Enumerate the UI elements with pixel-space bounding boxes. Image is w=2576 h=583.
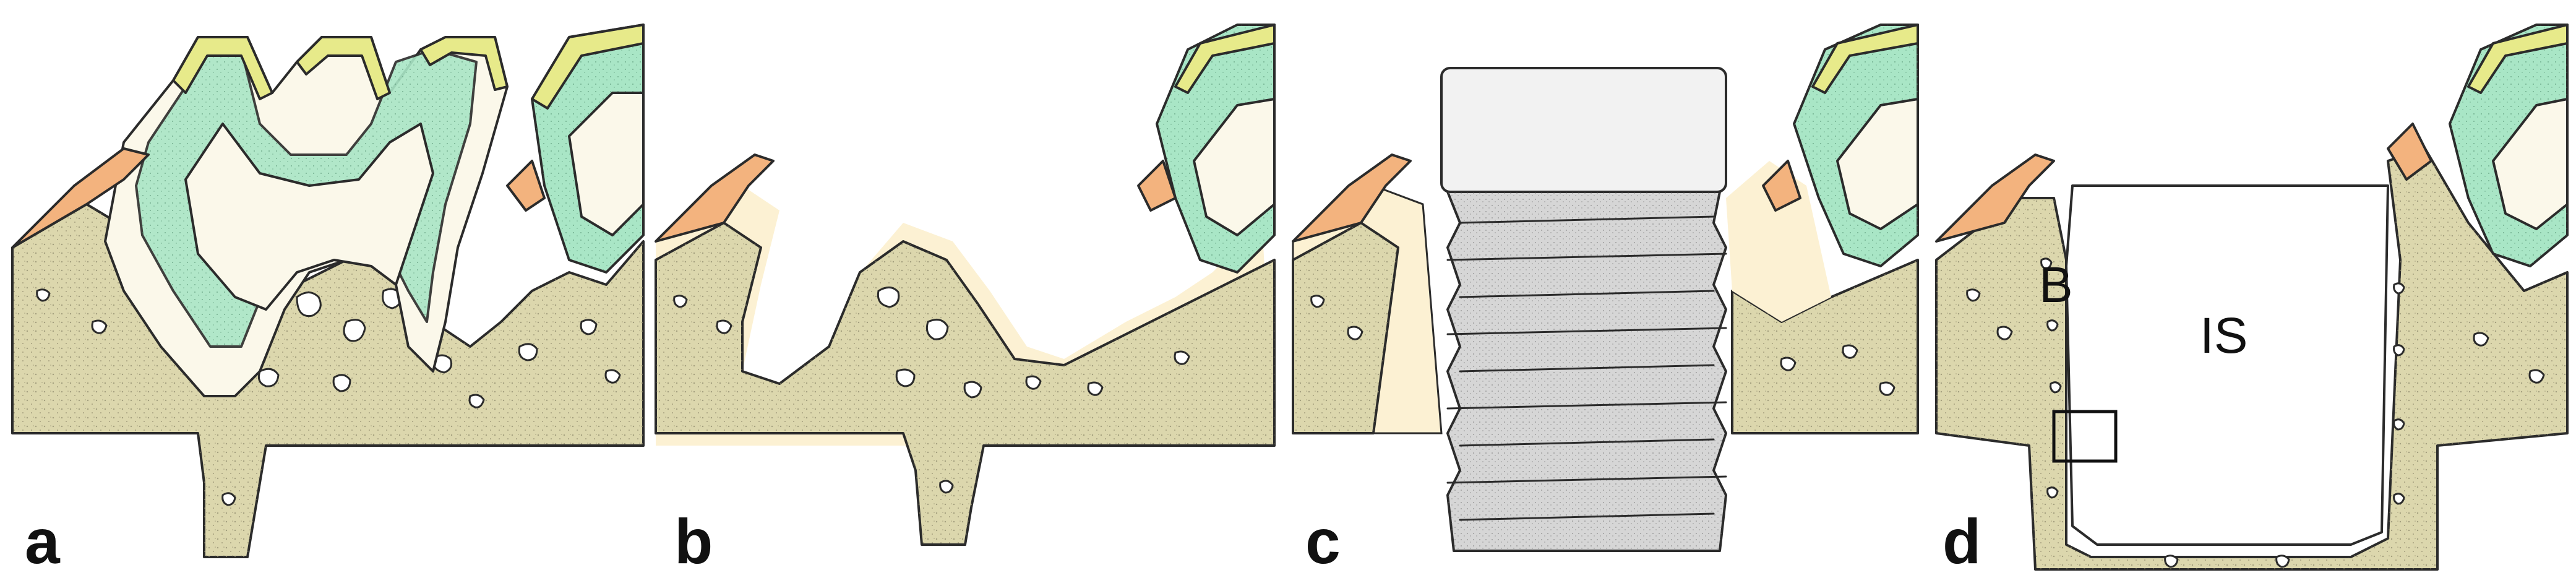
panel-b-adjacent-tooth — [1156, 24, 1276, 274]
panel-c-adjacent-tooth — [1793, 24, 1919, 267]
panel-c-soft-tissue-right — [1726, 161, 1831, 322]
panel-b-adjacent-tooth-pulp — [1193, 98, 1276, 236]
panel-a-molar-pulp — [184, 123, 434, 311]
panel-b-gingiva — [655, 153, 775, 243]
panel-a-molar-enamel-2 — [296, 36, 391, 100]
panel-c-implant-collar — [1440, 67, 1727, 193]
panel-a-adjacent-tooth — [531, 24, 645, 274]
panel-d-label-implant-site: IS — [2200, 308, 2248, 364]
panel-a-molar-enamel-3 — [419, 36, 509, 91]
panel-c-gingiva — [1292, 153, 1412, 243]
panel-d-implant-site — [2065, 184, 2389, 546]
panel-b-letter: b — [674, 506, 713, 577]
panel-a-adjacent-tooth-enamel — [531, 24, 645, 110]
panel-a-adjacent-tooth-pulp — [568, 92, 645, 236]
panel-a-gingiva — [11, 147, 150, 249]
panel-c-implant — [1440, 67, 1727, 552]
panel-a-molar — [104, 36, 509, 397]
panel-d: B IS d — [1935, 24, 2569, 577]
panel-b-adjacent-tooth-enamel — [1174, 24, 1276, 94]
panel-a-molar-enamel — [172, 36, 273, 100]
panel-a-gingiva-right — [506, 160, 546, 212]
panel-c: c — [1292, 24, 1919, 577]
panel-d-inset-marker — [2052, 410, 2118, 463]
panel-d-adjacent-tooth-pulp — [2492, 98, 2569, 230]
panel-d-gingiva-right — [2387, 123, 2432, 181]
panel-d-adjacent-tooth — [2449, 24, 2569, 267]
panel-b: b — [655, 24, 1276, 577]
panel-c-gingiva-right — [1762, 160, 1801, 212]
panel-d-label-bone: B — [2039, 257, 2073, 313]
panel-a-bone — [11, 203, 645, 558]
panel-d-letter: d — [1943, 506, 1981, 577]
panel-c-letter: c — [1305, 506, 1341, 577]
panel-c-adjacent-tooth-pulp — [1836, 98, 1919, 230]
panel-a-letter: a — [25, 506, 61, 577]
panel-c-bone-pores — [1310, 295, 1896, 396]
panel-b-gingiva-right — [1137, 160, 1177, 212]
panel-d-gingiva — [1935, 153, 2055, 243]
panel-c-adjacent-tooth-enamel — [1811, 24, 1919, 94]
panel-a: a — [11, 24, 645, 577]
panel-d-adjacent-tooth-enamel — [2467, 24, 2569, 94]
panel-c-implant-threads — [1446, 215, 1727, 521]
panel-b-bone-pores — [673, 287, 1190, 494]
panel-d-bone-pores — [1966, 257, 2545, 568]
panel-a-bone-pores — [36, 288, 621, 506]
